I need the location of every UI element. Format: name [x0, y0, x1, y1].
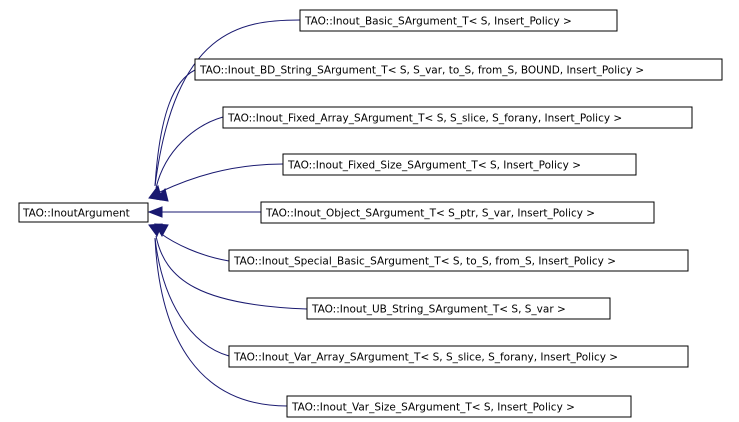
derived-node-ub-string[interactable]: TAO::Inout_UB_String_SArgument_T< S, S_v…	[306, 297, 611, 320]
derived-node-var-array[interactable]: TAO::Inout_Var_Array_SArgument_T< S, S_s…	[228, 345, 689, 368]
inheritance-edges	[147, 19, 308, 407]
derived-node-var-size[interactable]: TAO::Inout_Var_Size_SArgument_T< S, Inse…	[286, 395, 632, 418]
derived-node-label: TAO::Inout_Var_Array_SArgument_T< S, S_s…	[233, 352, 618, 364]
base-node-label: TAO::InoutArgument	[22, 208, 130, 220]
derived-node-label: TAO::Inout_Fixed_Array_SArgument_T< S, S…	[227, 113, 622, 125]
derived-node-fixed-size[interactable]: TAO::Inout_Fixed_Size_SArgument_T< S, In…	[282, 153, 637, 176]
derived-node-label: TAO::Inout_Object_SArgument_T< S_ptr, S_…	[265, 208, 595, 220]
arrowhead-top-right	[155, 187, 169, 202]
derived-node-label: TAO::Inout_Var_Size_SArgument_T< S, Inse…	[291, 402, 575, 414]
edge-basic	[154, 19, 301, 187]
derived-node-label: TAO::Inout_Special_Basic_SArgument_T< S,…	[233, 256, 616, 268]
derived-node-object[interactable]: TAO::Inout_Object_SArgument_T< S_ptr, S_…	[260, 201, 655, 224]
edge-special-basic	[159, 232, 230, 262]
derived-node-basic[interactable]: TAO::Inout_Basic_SArgument_T< S, Insert_…	[299, 9, 618, 32]
derived-node-label: TAO::Inout_UB_String_SArgument_T< S, S_v…	[311, 304, 566, 316]
edge-ub-string	[155, 235, 308, 310]
edge-fixed-array	[155, 116, 224, 189]
derived-node-special-basic[interactable]: TAO::Inout_Special_Basic_SArgument_T< S,…	[228, 249, 689, 272]
edge-var-size	[154, 237, 288, 407]
derived-node-label: TAO::Inout_Basic_SArgument_T< S, Insert_…	[304, 16, 572, 28]
arrowhead-middle	[147, 206, 163, 218]
derived-node-bd-string[interactable]: TAO::Inout_BD_String_SArgument_T< S, S_v…	[194, 58, 723, 81]
arrowhead-bottom-right	[154, 223, 169, 238]
edge-bd-string	[154, 69, 196, 187]
edge-fixed-size	[159, 163, 284, 193]
derived-node-label: TAO::Inout_BD_String_SArgument_T< S, S_v…	[199, 65, 644, 77]
base-node[interactable]: TAO::InoutArgument	[18, 202, 149, 223]
derived-node-fixed-array[interactable]: TAO::Inout_Fixed_Array_SArgument_T< S, S…	[222, 106, 693, 129]
edge-var-array	[154, 237, 230, 357]
derived-node-label: TAO::Inout_Fixed_Size_SArgument_T< S, In…	[287, 160, 581, 172]
